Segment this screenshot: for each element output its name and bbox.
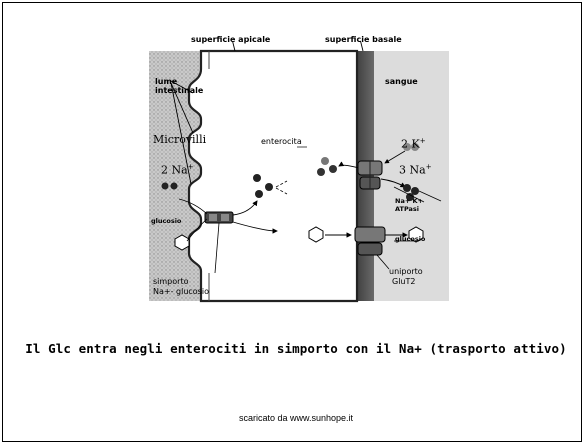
enterocyte-label: enterocita xyxy=(261,137,302,146)
lumen-label: lume intestinale xyxy=(155,77,204,95)
sodium-ions-apical xyxy=(161,182,178,190)
enterocyte-illustration xyxy=(149,18,449,303)
microvilli-label: Microvilli xyxy=(153,133,207,146)
potassium-ions-blood xyxy=(403,143,419,151)
glut2-uniporter xyxy=(354,226,386,256)
basal-surface-label: superficie basale xyxy=(325,35,402,44)
glucose-lumen-label: glucosio xyxy=(151,217,182,225)
glucose-molecule-lumen xyxy=(174,234,190,251)
glucose-molecule-cytoplasm xyxy=(308,226,324,243)
enterocyte-cell xyxy=(187,49,359,303)
ions-cytoplasm-pump xyxy=(317,157,337,176)
blood-side-background xyxy=(371,51,449,301)
atpase-pump xyxy=(357,160,383,190)
uniport-label: uniporto GluT2 xyxy=(389,267,423,286)
slide-caption: Il Glc entra negli enterociti in simport… xyxy=(25,341,567,356)
basal-membrane xyxy=(356,51,374,301)
potassium-label: 2 K+ xyxy=(401,137,426,151)
source-footer: scaricato da www.sunhope.it xyxy=(238,413,354,423)
pump-label: Na+ K+ ATPasi xyxy=(395,197,424,213)
symporter-protein xyxy=(204,211,234,224)
glucose-blood-label: glucosio xyxy=(395,235,426,243)
slide: superficie apicale superficie basale lum… xyxy=(2,2,582,442)
microvilli-pointer-1 xyxy=(170,80,194,94)
microvilli-pointer-3 xyxy=(170,82,192,185)
enterocyte-diagram: superficie apicale superficie basale lum… xyxy=(149,18,449,311)
microvilli-pointer-2 xyxy=(170,82,194,134)
apical-surface-label: superficie apicale xyxy=(191,35,271,44)
symport-label: simporto Na+- glucosio xyxy=(153,277,209,296)
blood-label: sangue xyxy=(385,77,418,86)
sodium-entry-arrow xyxy=(232,200,258,216)
sodium-apical-label: 2 Na+ xyxy=(161,163,194,177)
glucose-entry-arrow xyxy=(232,221,278,234)
glucose-molecule-blood xyxy=(408,226,424,243)
sodium-ions-blood xyxy=(403,184,419,201)
sodium-ions-cytoplasm xyxy=(253,174,273,198)
sodium-basal-label: 3 Na+ xyxy=(399,163,432,177)
